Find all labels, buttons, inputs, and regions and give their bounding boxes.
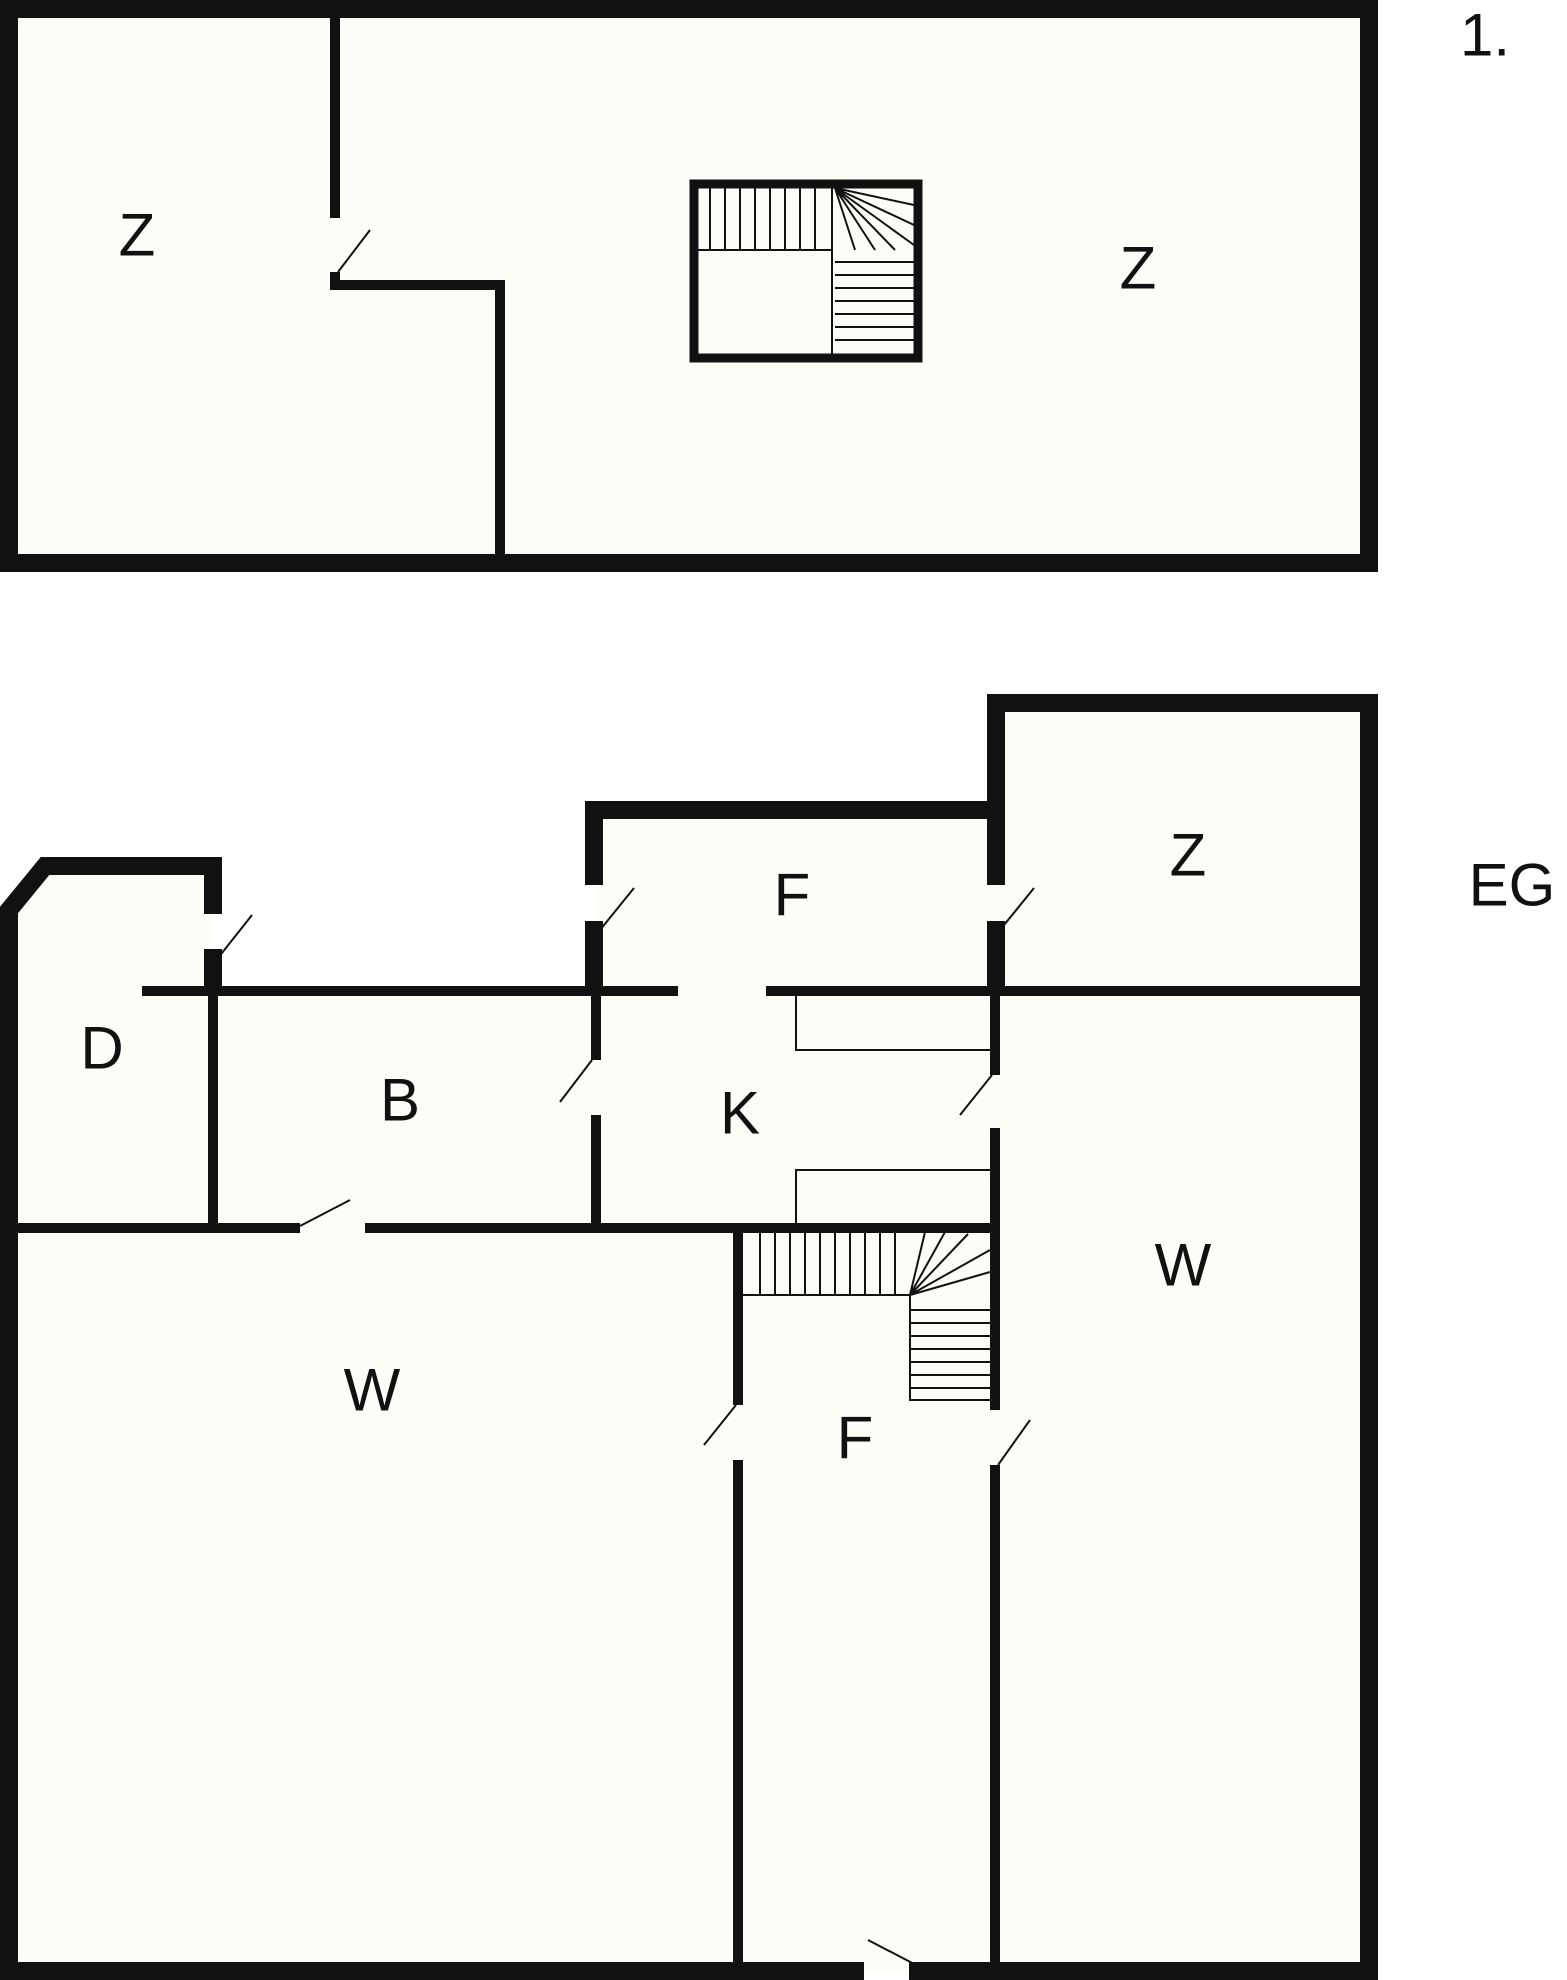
room-label: K [720,1080,760,1147]
room-label: F [837,1405,874,1472]
upper-interior-wall [330,9,505,563]
room-label: F [774,862,811,929]
room-label: W [1155,1232,1212,1299]
room-label: Z [1170,822,1207,889]
ground-floor-plan: Z F D B K W W F EG [0,694,1556,1980]
ground-staircase [742,1231,991,1401]
exterior-wall [0,857,222,1980]
upper-floor-plan: Z Z 1. [0,0,1510,572]
door-swings [217,887,1035,1967]
ground-floor-area [9,703,1369,1971]
room-label: D [80,1015,123,1082]
exterior-wall [0,694,1378,1980]
room-label: Z [119,202,156,269]
door-swing [337,229,371,273]
room-label: W [344,1357,401,1424]
interior-wall [9,986,1369,1971]
upper-staircase [689,179,923,363]
upper-floor-area [9,9,1369,563]
room-label: Z [1120,235,1157,302]
floor-label: 1. [1460,2,1510,69]
room-label: B [380,1067,420,1134]
upper-exterior-wall [0,0,1378,572]
kitchen-counter [795,991,990,1228]
floor-label: EG [1469,852,1556,919]
